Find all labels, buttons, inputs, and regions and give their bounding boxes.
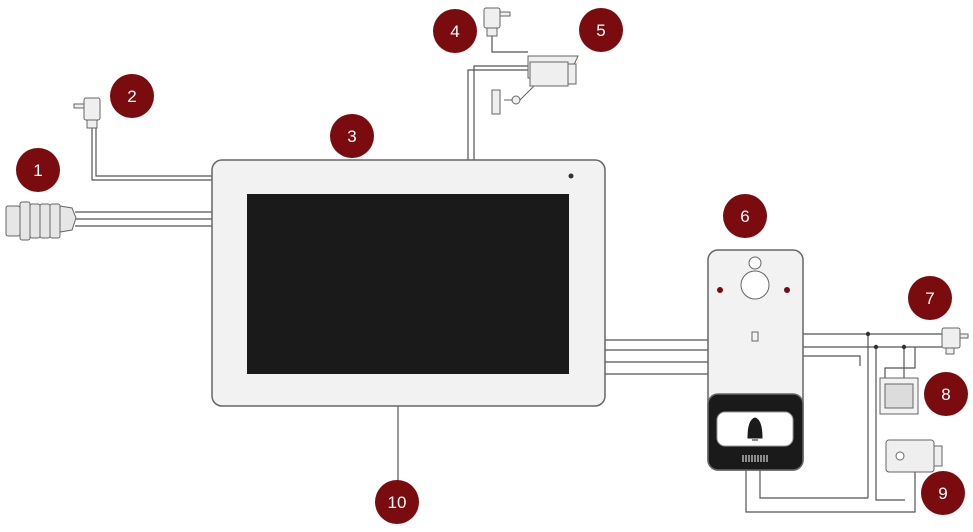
badge-circle <box>924 372 968 416</box>
door-station-card-reader <box>751 331 759 342</box>
badge-9: 9 <box>921 471 965 515</box>
adapter-prong <box>959 333 969 339</box>
wires <box>75 36 942 513</box>
adapter-body <box>941 327 961 349</box>
badge-6: 6 <box>723 194 767 238</box>
badge-circle <box>433 9 477 53</box>
adapter-body <box>483 7 501 29</box>
camera-body <box>529 61 569 87</box>
number-badges: 1 2 3 4 5 6 7 8 9 10 <box>16 8 968 524</box>
badge-number: 1 <box>33 161 42 180</box>
connector-plug-icon <box>5 201 77 241</box>
camera-mount <box>491 89 501 115</box>
badge-4: 4 <box>433 9 477 53</box>
speaker-grille <box>742 455 768 462</box>
connector-ring <box>29 203 41 239</box>
adapter-plug <box>86 119 98 129</box>
badge-8: 8 <box>924 372 968 416</box>
power-adapter-icon <box>73 97 101 129</box>
monitor-screen <box>247 194 569 374</box>
exit-button-face <box>884 383 914 409</box>
lock-screw <box>895 451 905 461</box>
door-station-camera <box>740 270 770 300</box>
cctv-camera-icon <box>491 55 579 115</box>
connector-tail <box>59 205 77 233</box>
power-adapter-icon <box>483 7 511 37</box>
camera-lens <box>567 63 577 85</box>
wire-adapter-2b <box>95 128 212 177</box>
wire-door-exit-8b <box>884 347 916 378</box>
badge-number: 3 <box>347 127 356 146</box>
badge-circle <box>579 8 623 52</box>
door-station-led-right <box>784 287 790 293</box>
badge-3: 3 <box>330 114 374 158</box>
wire-camera-5 <box>467 69 528 160</box>
lock-body <box>885 439 935 473</box>
badge-circle <box>375 480 419 524</box>
badge-circle <box>330 114 374 158</box>
badge-number: 6 <box>740 207 749 226</box>
adapter-plug <box>945 347 955 355</box>
badge-number: 2 <box>127 87 136 106</box>
wire-junctions <box>865 331 907 350</box>
door-station-led-left <box>717 287 723 293</box>
door-station-sensor <box>748 256 762 270</box>
wire-door-lock-9b <box>875 347 905 501</box>
camera-joint <box>511 95 521 105</box>
connector-body <box>5 205 21 237</box>
door-station-icon <box>707 249 804 471</box>
wire-door-exit-8a <box>803 355 861 366</box>
badge-7: 7 <box>908 276 952 320</box>
wire-door-bottom-2 <box>745 470 916 513</box>
power-adapter-icon <box>941 327 969 355</box>
badge-5: 5 <box>579 8 623 52</box>
junction-dot <box>873 344 879 350</box>
badge-2: 2 <box>110 74 154 118</box>
electric-lock-icon <box>885 439 943 473</box>
lock-keeper <box>933 445 943 467</box>
monitor-camera-dot <box>568 173 574 179</box>
badge-number: 9 <box>938 484 947 503</box>
connector-ring <box>39 203 51 239</box>
wire-adapter-4 <box>491 36 528 53</box>
badge-number: 10 <box>388 493 407 512</box>
adapter-plug <box>486 27 498 37</box>
wire-adapter-2 <box>91 128 212 181</box>
wire-door-bottom-1 <box>759 470 868 499</box>
bell-icon <box>747 417 763 441</box>
wire-camera-5b <box>473 65 528 160</box>
junction-dot <box>865 331 871 337</box>
exit-button-icon <box>879 377 919 415</box>
junction-dot <box>901 344 907 350</box>
badge-number: 8 <box>941 385 950 404</box>
adapter-prong <box>73 103 85 109</box>
connector-ring <box>19 201 31 241</box>
badge-circle <box>16 148 60 192</box>
badge-number: 4 <box>450 22 459 41</box>
connector-ring <box>49 203 61 239</box>
badge-number: 5 <box>596 21 605 40</box>
badge-circle <box>723 194 767 238</box>
badge-circle <box>908 276 952 320</box>
badge-circle <box>110 74 154 118</box>
indoor-monitor-icon <box>211 159 606 407</box>
adapter-prong <box>499 11 511 17</box>
badge-10: 10 <box>375 480 419 524</box>
adapter-body <box>83 97 101 121</box>
badge-number: 7 <box>925 289 934 308</box>
badge-circle <box>921 471 965 515</box>
badge-1: 1 <box>16 148 60 192</box>
